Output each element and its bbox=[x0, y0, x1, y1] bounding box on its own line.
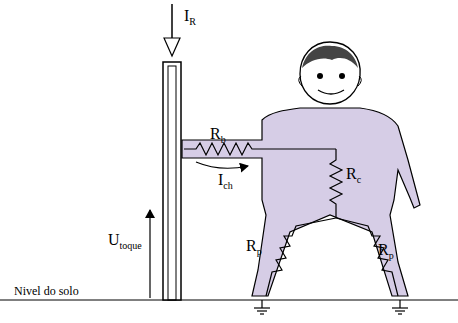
mouth bbox=[318, 90, 344, 94]
symbol-main: R bbox=[378, 241, 389, 258]
resistor-symbol bbox=[184, 143, 336, 155]
pole-inner bbox=[168, 66, 176, 300]
resistance-label: Rc bbox=[346, 166, 361, 185]
symbol-main: I bbox=[218, 171, 223, 188]
symbol-subscript: c bbox=[357, 174, 361, 185]
ear bbox=[299, 76, 302, 86]
symbol-main: R bbox=[346, 165, 357, 182]
hair bbox=[302, 46, 358, 68]
earth-symbol bbox=[254, 300, 270, 314]
symbol-subscript: p bbox=[389, 250, 394, 261]
current-label: Ich bbox=[218, 172, 233, 191]
arrow-head bbox=[164, 38, 180, 56]
current-arrow bbox=[196, 162, 248, 168]
eye bbox=[339, 73, 345, 79]
ground-label: Nivel do solo bbox=[14, 285, 79, 297]
symbol-main: I bbox=[184, 7, 189, 24]
ground-line bbox=[0, 300, 458, 301]
symbol-main: R bbox=[246, 237, 257, 254]
resistor-symbol bbox=[266, 218, 336, 296]
resistance-label: Rp bbox=[378, 242, 394, 261]
ear bbox=[358, 76, 361, 86]
head bbox=[300, 42, 360, 104]
symbol-subscript: ch bbox=[223, 180, 232, 191]
symbol-subscript: b bbox=[221, 134, 226, 145]
pole bbox=[163, 62, 181, 300]
voltage-arrow bbox=[149, 210, 150, 298]
voltage-label: Utoque bbox=[108, 232, 142, 251]
symbol-subscript: R bbox=[189, 16, 196, 27]
resistance-label: Rb bbox=[210, 126, 226, 145]
symbol-main: R bbox=[210, 125, 221, 142]
symbol-subscript: toque bbox=[120, 240, 142, 251]
eye bbox=[317, 73, 323, 79]
resistance-label: Rp bbox=[246, 238, 262, 257]
symbol-subscript: p bbox=[257, 246, 262, 257]
resistor-symbol bbox=[330, 149, 342, 218]
symbol-main: U bbox=[108, 231, 120, 248]
body bbox=[182, 108, 420, 296]
current-label: IR bbox=[184, 8, 196, 27]
earth-symbol bbox=[392, 300, 408, 314]
resistor-symbol bbox=[336, 218, 398, 296]
